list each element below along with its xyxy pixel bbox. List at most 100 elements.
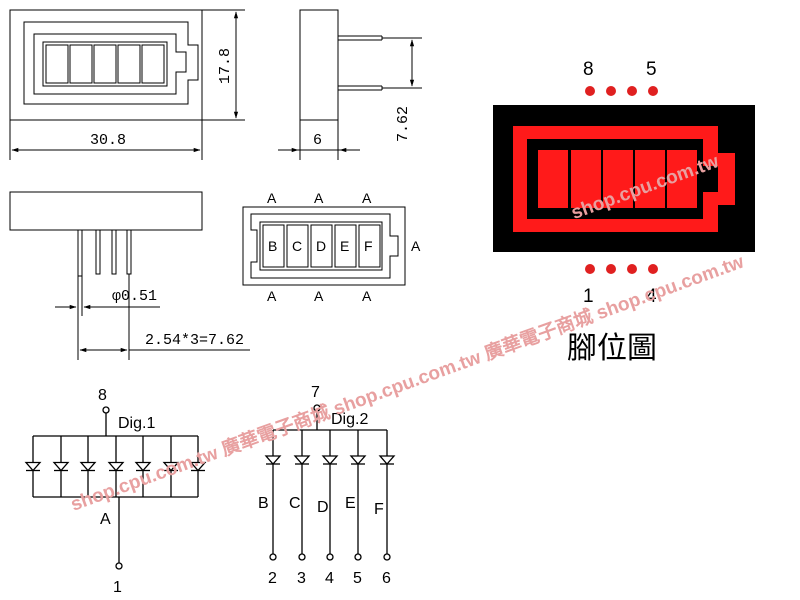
dig1-diode bbox=[189, 436, 207, 497]
pin-side-body bbox=[9, 191, 203, 231]
dig1-diode bbox=[24, 436, 42, 497]
dig2-pin-label: 6 bbox=[382, 570, 391, 587]
dig2-segment-label: C bbox=[289, 495, 301, 512]
segment-layout-window bbox=[259, 221, 383, 271]
dig1-diode bbox=[79, 436, 97, 497]
pin-row-dimension: 7.62 bbox=[395, 106, 412, 142]
segment-layout-outline bbox=[242, 206, 406, 286]
pin-dots-top bbox=[585, 86, 658, 96]
dig1-diode bbox=[162, 436, 180, 497]
pin-diameter-dimension: φ0.51 bbox=[112, 288, 157, 305]
segment-E-box bbox=[334, 224, 357, 268]
dig1-top-terminal bbox=[102, 406, 110, 414]
segment-a-bottom-label: A bbox=[267, 288, 277, 304]
led-bar bbox=[538, 150, 568, 208]
segment-a-top-label: A bbox=[267, 190, 277, 206]
segment-a-right-label: A bbox=[411, 238, 421, 254]
dig1-diode bbox=[107, 436, 125, 497]
segment-window bbox=[42, 41, 168, 87]
dig2-pin-terminal bbox=[269, 553, 277, 561]
side-body bbox=[299, 9, 339, 121]
dig1-labels: 8 Dig.1 A 1 bbox=[98, 387, 155, 596]
front-outline bbox=[9, 9, 203, 121]
dig2-diode bbox=[349, 430, 367, 490]
pinout-pin-numbers: 8 5 1 4 bbox=[583, 59, 657, 307]
battery-inner-outline bbox=[33, 33, 187, 95]
pin-number-label: 4 bbox=[646, 286, 657, 307]
segment-B-box bbox=[262, 224, 285, 268]
dig2-diode bbox=[264, 430, 282, 490]
pin bbox=[77, 229, 83, 277]
pin-pitch-dimension: 2.54*3=7.62 bbox=[145, 332, 244, 349]
pin bbox=[111, 229, 117, 275]
segment-bar bbox=[45, 44, 69, 84]
segment-a-bottom-label: A bbox=[362, 288, 372, 304]
segment-label: C bbox=[292, 238, 302, 254]
schematic-dig1 bbox=[24, 406, 207, 570]
dig1-bottom-pin-label: 1 bbox=[113, 579, 122, 596]
dig1-diode bbox=[134, 436, 152, 497]
led-bar bbox=[635, 150, 665, 208]
watermark: shop.cpu.com.tw 廣華電子商城 shop.cpu.com.tw 廣… bbox=[67, 250, 747, 516]
pinout-diagram bbox=[493, 86, 755, 274]
segment-D-box bbox=[310, 224, 333, 268]
side-view bbox=[278, 9, 422, 160]
dig1-segment-label: A bbox=[100, 511, 111, 528]
led-bar bbox=[571, 150, 601, 208]
battery-outer-outline bbox=[23, 21, 199, 105]
segment-F-box bbox=[358, 224, 381, 268]
height-dimension: 17.8 bbox=[217, 48, 234, 84]
dig2-pin-terminal bbox=[326, 553, 334, 561]
pin-dots-bottom bbox=[585, 264, 658, 274]
dig1-label: Dig.1 bbox=[118, 415, 155, 432]
dig2-top-pin-label: 7 bbox=[311, 384, 320, 401]
segment-label: B bbox=[268, 238, 277, 254]
pin-number-label: 8 bbox=[583, 59, 594, 80]
segment-label: E bbox=[340, 238, 349, 254]
dig2-label: Dig.2 bbox=[331, 411, 368, 428]
segment-label: D bbox=[316, 238, 326, 254]
dig2-segment-label: B bbox=[258, 495, 269, 512]
dig2-segment-label: E bbox=[345, 495, 356, 512]
dig2-diode bbox=[378, 430, 396, 490]
segment-labels: B C D E F A A A A A A A bbox=[267, 190, 421, 304]
segment-layout-frame bbox=[250, 213, 399, 279]
segment-bar bbox=[141, 44, 165, 84]
pin-number-label: 5 bbox=[646, 59, 657, 80]
pin-number-label: 1 bbox=[583, 286, 594, 307]
segment-a-bottom-label: A bbox=[314, 288, 324, 304]
pin bbox=[95, 229, 101, 275]
segment-bar bbox=[93, 44, 117, 84]
segment-bar bbox=[117, 44, 141, 84]
dig1-top-pin-label: 8 bbox=[98, 387, 107, 404]
dig2-pin-label: 2 bbox=[268, 570, 277, 587]
segment-C-box bbox=[286, 224, 309, 268]
segment-a-top-label: A bbox=[362, 190, 372, 206]
segment-label: F bbox=[364, 238, 373, 254]
segment-layout-view bbox=[242, 206, 406, 286]
segment-bar bbox=[69, 44, 93, 84]
schematic-dig2 bbox=[264, 404, 396, 561]
dig2-pin-label: 5 bbox=[353, 570, 362, 587]
depth-dimension: 6 bbox=[313, 132, 322, 149]
dig2-pin-terminal bbox=[354, 553, 362, 561]
dig2-segment-label: F bbox=[374, 501, 384, 518]
pin bbox=[126, 229, 132, 275]
dig1-diode bbox=[52, 436, 70, 497]
dig2-pin-terminal bbox=[298, 553, 306, 561]
dig2-diode bbox=[293, 430, 311, 490]
dig1-bottom-terminal bbox=[115, 562, 123, 570]
dig2-pin-terminal bbox=[383, 553, 391, 561]
dig2-diode bbox=[321, 430, 339, 490]
dig2-segment-label: D bbox=[317, 499, 329, 516]
led-bar bbox=[603, 150, 633, 208]
width-dimension: 30.8 bbox=[90, 132, 126, 149]
led-bar bbox=[667, 150, 697, 208]
pinout-title: 腳位圖 bbox=[567, 331, 657, 366]
dig2-pin-label: 3 bbox=[297, 570, 306, 587]
segment-a-top-label: A bbox=[314, 190, 324, 206]
pin-side-view bbox=[9, 191, 250, 360]
front-view bbox=[9, 9, 245, 160]
